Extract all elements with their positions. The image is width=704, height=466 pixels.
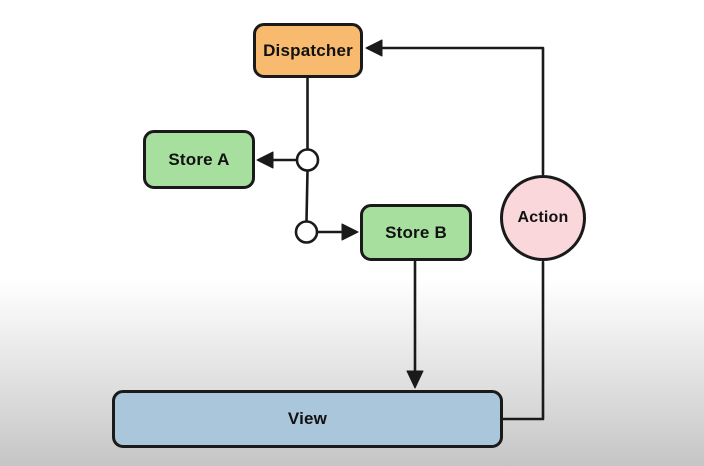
node-store-b: Store B: [360, 204, 472, 261]
edge-junction1-to-junction2: [305, 169, 309, 223]
node-store-b-label: Store B: [385, 222, 447, 242]
node-action-label: Action: [517, 209, 569, 226]
junction-circle-1: [295, 148, 320, 172]
junction-circle-2: [294, 220, 319, 244]
node-store-a-label: Store A: [168, 149, 230, 169]
edge-action-to-dispatcher: [378, 46, 545, 176]
node-dispatcher-label: Dispatcher: [263, 40, 353, 60]
node-store-a: Store A: [143, 130, 255, 189]
node-action: Action: [500, 175, 586, 261]
arrowhead-dispatcher: [365, 39, 383, 57]
edge-view-to-action: [501, 260, 545, 421]
arrowhead-store-a: [256, 151, 274, 169]
node-dispatcher: Dispatcher: [253, 23, 363, 78]
node-view-label: View: [287, 409, 328, 428]
arrowhead-store-b: [341, 223, 359, 241]
node-view: View: [112, 390, 503, 448]
arrowhead-view: [406, 370, 424, 389]
